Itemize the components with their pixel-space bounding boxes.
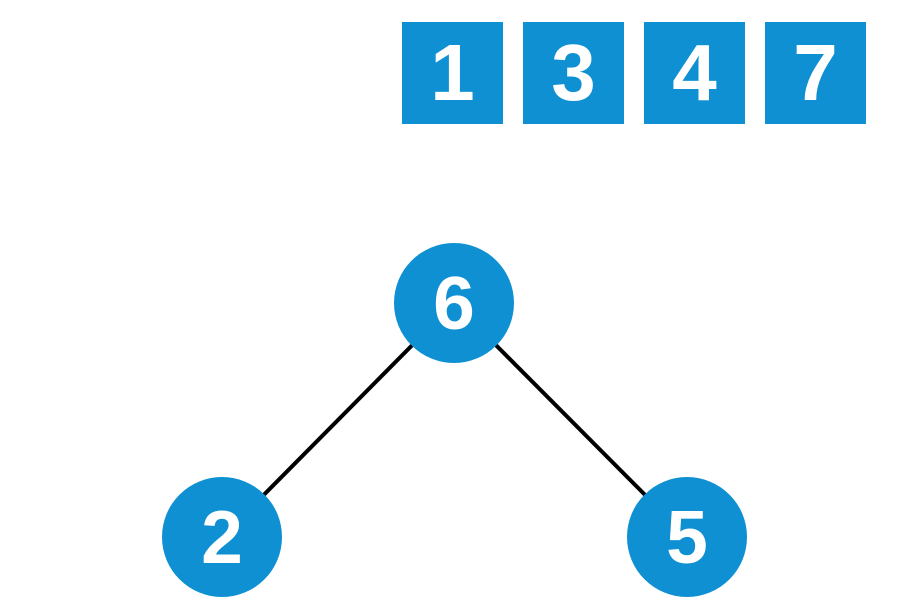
array-cell[interactable]: 7: [765, 22, 866, 124]
array-container: 1 3 4 7: [402, 22, 866, 124]
array-cell[interactable]: 3: [523, 22, 624, 124]
array-cell[interactable]: 1: [402, 22, 503, 124]
tree-node-right-child[interactable]: 5: [627, 477, 747, 597]
array-cell[interactable]: 4: [644, 22, 745, 124]
tree-node-root[interactable]: 6: [394, 243, 514, 363]
tree-node-left-child[interactable]: 2: [162, 477, 282, 597]
